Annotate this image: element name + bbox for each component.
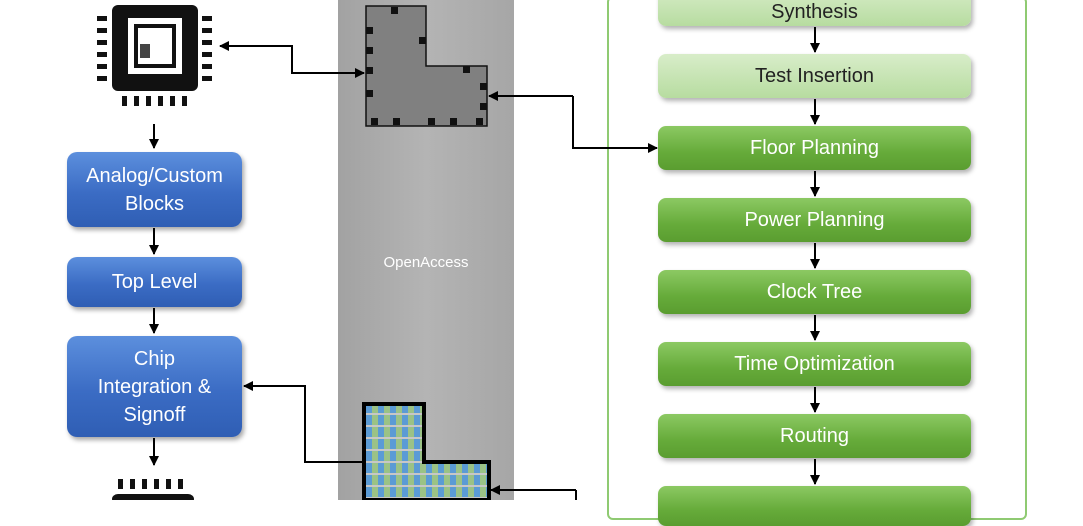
- test-insertion-label: Test Insertion: [755, 64, 874, 87]
- time-optimization-box: Time Optimization: [658, 342, 971, 386]
- floor-planning-box: Floor Planning: [658, 126, 971, 170]
- top-level-label: Top Level: [111, 271, 198, 293]
- top-level-box: Top Level: [67, 257, 242, 307]
- connectors: [149, 5, 820, 500]
- clock-tree-box: Clock Tree: [658, 270, 971, 314]
- analog-custom-blocks-box: Analog/Custom Blocks: [67, 152, 242, 227]
- openaccess-label: OpenAccess: [383, 254, 469, 271]
- chip-integration-box: Chip Integration & Signoff: [67, 336, 242, 437]
- routing-box: Routing: [658, 414, 971, 458]
- routed-layout-shape: [362, 402, 491, 500]
- synthesis-label: Synthesis: [771, 0, 858, 23]
- test-insertion-box: Test Insertion: [658, 54, 971, 98]
- floor-planning-label: Floor Planning: [750, 136, 879, 159]
- routing-label: Routing: [780, 424, 849, 447]
- floorplan-shape: [365, 5, 488, 127]
- chip-bottom-icon: [112, 479, 194, 500]
- clock-tree-label: Clock Tree: [766, 280, 863, 303]
- synthesis-box: Synthesis: [658, 0, 971, 26]
- chip-icon: [97, 5, 212, 106]
- time-optimization-label: Time Optimization: [734, 352, 895, 375]
- analog-custom-blocks-label: Analog/Custom Blocks: [86, 164, 223, 215]
- chip-integration-label: Chip Integration & Signoff: [97, 347, 212, 426]
- power-planning-box: Power Planning: [658, 198, 971, 242]
- power-planning-label: Power Planning: [744, 208, 885, 231]
